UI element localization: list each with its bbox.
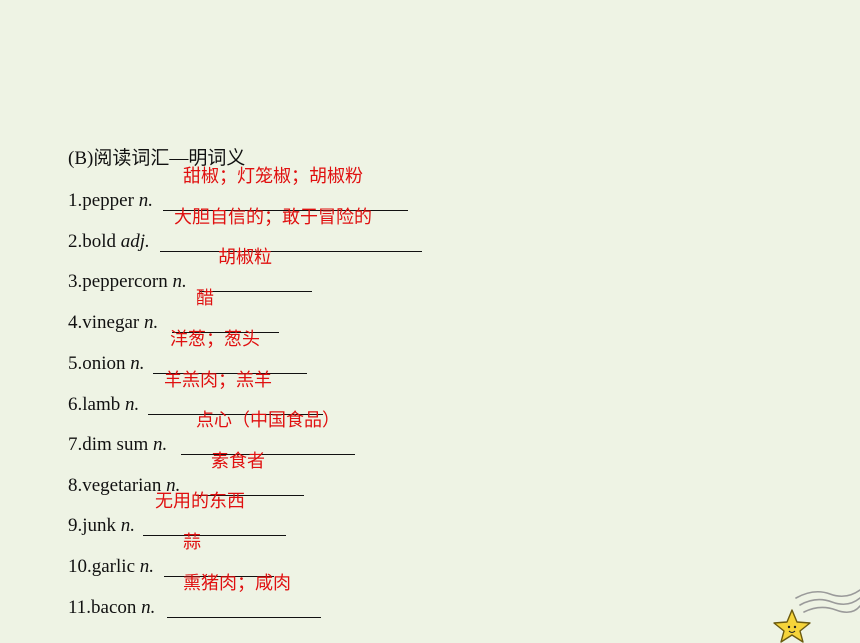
- star-eye: [787, 625, 791, 629]
- term-word: 11.bacon: [68, 597, 142, 618]
- answer-text: 大胆自信的；敢于冒险的: [174, 207, 372, 228]
- part-of-speech: n.: [130, 353, 145, 374]
- answer-blank: [143, 535, 286, 536]
- answer-blank: [164, 576, 274, 577]
- vocab-term: 10.garlic n.: [68, 553, 154, 581]
- part-of-speech: n.: [172, 271, 187, 292]
- answer-text: 醋: [196, 288, 214, 309]
- part-of-speech: n.: [143, 312, 159, 333]
- term-word: 7.dim sum: [68, 434, 153, 455]
- answer-blank: [163, 210, 408, 211]
- star-icon: [773, 589, 860, 643]
- answer-blank: [181, 454, 355, 455]
- part-of-speech: n.: [120, 515, 136, 536]
- answer-blank: [148, 414, 323, 415]
- term-word: 10.garlic: [68, 556, 140, 577]
- vocab-term: 5.onion n.: [68, 350, 145, 378]
- part-of-speech: n.: [152, 434, 168, 455]
- part-of-speech: n.: [125, 394, 140, 415]
- answer-text: 羊羔肉；羔羊: [164, 370, 272, 391]
- answer-text: 素食者: [211, 451, 265, 472]
- term-word: 9.junk: [68, 515, 121, 536]
- answer-text: 胡椒粒: [218, 247, 272, 268]
- answer-blank: [200, 291, 312, 292]
- part-of-speech: n.: [138, 190, 153, 211]
- term-word: 2.bold: [68, 231, 121, 252]
- part-of-speech: n.: [139, 556, 155, 577]
- answer-text: 熏猪肉；咸肉: [183, 573, 291, 594]
- motion-lines: [795, 589, 860, 614]
- term-word: 3.peppercorn: [68, 271, 173, 292]
- part-of-speech: n.: [141, 597, 156, 618]
- answer-blank: [172, 332, 279, 333]
- vocab-term: 7.dim sum n.: [68, 431, 167, 459]
- vocab-term: 3.peppercorn n.: [68, 268, 187, 296]
- vocab-term: 9.junk n.: [68, 512, 135, 540]
- answer-text: 蒜: [183, 532, 201, 553]
- vocab-term: 6.lamb n.: [68, 391, 139, 419]
- part-of-speech: n.: [166, 475, 181, 496]
- vocab-term: 1.pepper n.: [68, 187, 153, 215]
- answer-blank: [196, 495, 304, 496]
- term-word: 6.lamb: [68, 394, 125, 415]
- section-heading: (B)阅读词汇—明词义: [68, 148, 246, 169]
- answer-text: 洋葱；葱头: [170, 329, 260, 350]
- vocab-term: 11.bacon n.: [68, 594, 155, 622]
- star-smile: [788, 630, 796, 633]
- term-word: 1.pepper: [68, 190, 139, 211]
- vocab-term: 4.vinegar n.: [68, 309, 158, 337]
- term-word: 5.onion: [68, 353, 131, 374]
- answer-blank: [160, 251, 422, 252]
- answer-blank: [167, 617, 321, 618]
- term-word: 8.vegetarian: [68, 475, 167, 496]
- vocab-term: 2.bold adj.: [68, 228, 150, 256]
- answer-text: 点心（中国食品）: [196, 410, 340, 431]
- star-eye: [793, 625, 797, 629]
- term-word: 4.vinegar: [68, 312, 144, 333]
- answer-text: 无用的东西: [155, 491, 245, 512]
- star-shape: [773, 609, 811, 643]
- answer-text: 甜椒；灯笼椒；胡椒粉: [183, 166, 363, 187]
- answer-blank: [153, 373, 307, 374]
- part-of-speech: adj.: [120, 231, 150, 252]
- vocab-term: 8.vegetarian n.: [68, 472, 180, 500]
